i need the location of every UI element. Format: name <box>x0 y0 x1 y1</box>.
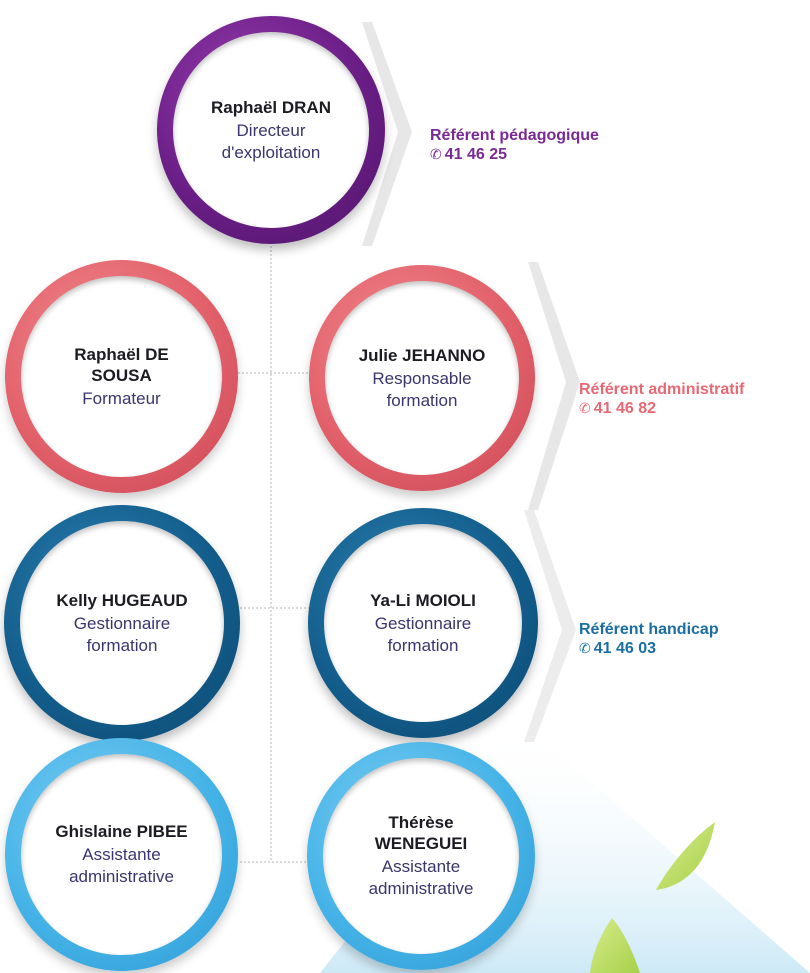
director-role: Directeur d'exploitation <box>221 120 321 162</box>
trainer-role: Formateur <box>82 388 161 408</box>
therese-name: Thérèse WENEGUEI <box>374 813 468 853</box>
referent-handicap-phone: 41 46 03 <box>593 640 657 657</box>
chevron-shape <box>524 510 576 742</box>
phone-icon: ✆ <box>579 400 591 416</box>
training-manager-node: Julie JEHANNO Responsable formation <box>309 265 535 491</box>
kelly-role: Gestionnaire formation <box>73 613 171 655</box>
referent-administratif-phone-line: ✆41 46 82 <box>579 399 744 418</box>
therese-node: Thérèse WENEGUEI Assistante administrati… <box>307 742 535 970</box>
chevron-shape <box>362 22 412 246</box>
kelly-node: Kelly HUGEAUD Gestionnaire formation <box>4 505 240 741</box>
yali-role: Gestionnaire formation <box>374 613 472 655</box>
yali-name: Ya-Li MOIOLI <box>370 590 476 610</box>
therese-card: Thérèse WENEGUEI Assistante administrati… <box>323 758 519 954</box>
trainer-card: Raphaël DE SOUSA Formateur <box>21 276 222 477</box>
referent-administratif-phone: 41 46 82 <box>593 400 657 417</box>
ghislaine-card: Ghislaine PIBEE Assistante administrativ… <box>21 754 222 955</box>
referent-handicap-phone-line: ✆41 46 03 <box>579 639 719 658</box>
training-manager-card: Julie JEHANNO Responsable formation <box>325 281 519 475</box>
trainer-name: Raphaël DE SOUSA <box>74 344 169 385</box>
connector-lines <box>236 238 326 863</box>
phone-icon: ✆ <box>430 146 442 162</box>
therese-role: Assistante administrative <box>368 857 474 898</box>
director-node: Raphaël DRAN Directeur d'exploitation <box>157 16 385 244</box>
ghislaine-name: Ghislaine PIBEE <box>55 822 188 841</box>
referent-administratif: Référent administratif ✆41 46 82 <box>579 380 744 418</box>
kelly-name: Kelly HUGEAUD <box>56 590 188 610</box>
director-name: Raphaël DRAN <box>211 97 331 117</box>
director-card: Raphaël DRAN Directeur d'exploitation <box>173 32 369 228</box>
ghislaine-node: Ghislaine PIBEE Assistante administrativ… <box>5 738 238 971</box>
trainer-node: Raphaël DE SOUSA Formateur <box>5 260 238 493</box>
training-manager-name: Julie JEHANNO <box>358 345 486 365</box>
referent-handicap: Référent handicap ✆41 46 03 <box>579 620 719 658</box>
kelly-card: Kelly HUGEAUD Gestionnaire formation <box>20 521 224 725</box>
phone-icon: ✆ <box>579 640 591 656</box>
referent-pedagogique-phone: 41 46 25 <box>444 146 508 163</box>
referent-pedagogique-title: Référent pédagogique <box>430 127 599 144</box>
referent-administratif-title: Référent administratif <box>579 381 745 398</box>
referent-pedagogique-phone-line: ✆41 46 25 <box>430 145 599 164</box>
referent-handicap-title: Référent handicap <box>579 621 719 638</box>
chevron-shape <box>528 262 580 510</box>
yali-node: Ya-Li MOIOLI Gestionnaire formation <box>308 508 538 738</box>
training-manager-role: Responsable formation <box>372 368 472 410</box>
leaf-shape <box>656 822 715 890</box>
referent-pedagogique: Référent pédagogique ✆41 46 25 <box>430 126 599 164</box>
ghislaine-role: Assistante administrative <box>69 845 174 886</box>
leaf-shape <box>590 918 640 973</box>
yali-card: Ya-Li MOIOLI Gestionnaire formation <box>324 524 522 722</box>
